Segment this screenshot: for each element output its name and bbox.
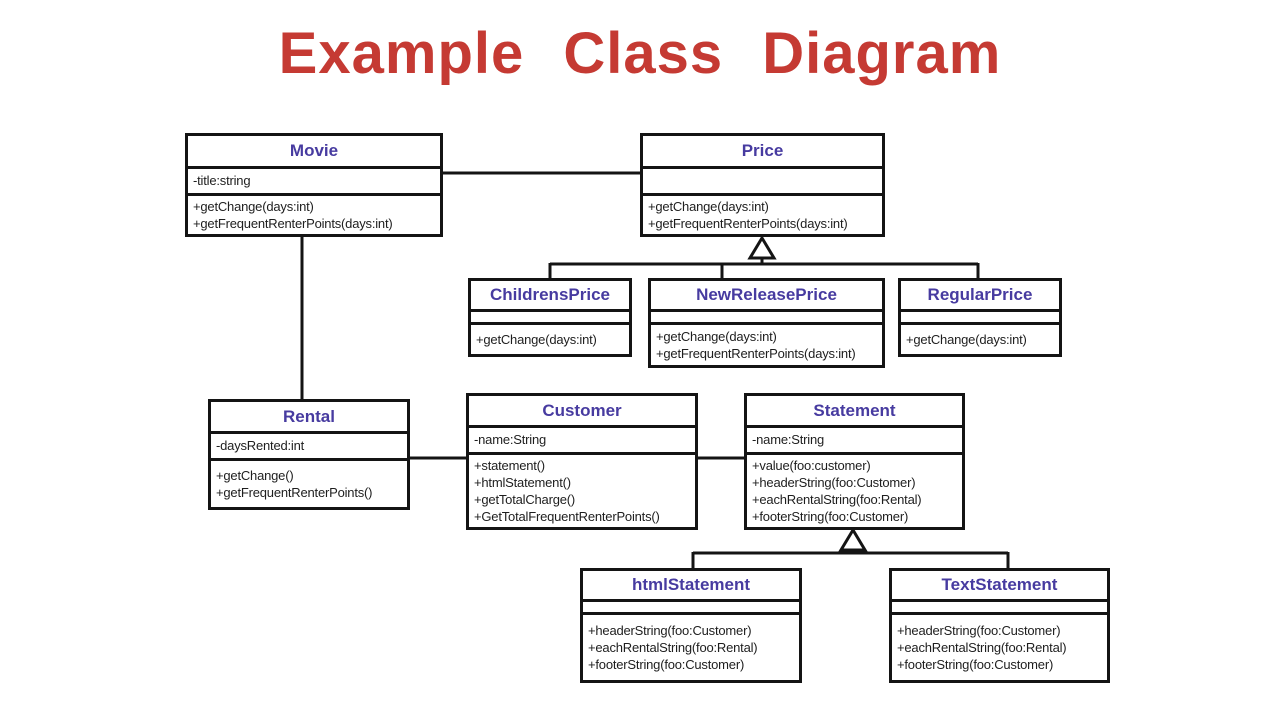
member-line: +getTotalCharge() bbox=[474, 492, 576, 507]
inheritance-triangle-price bbox=[747, 235, 777, 260]
diagram-title: Example Class Diagram bbox=[278, 21, 1002, 86]
class-name: htmlStatement bbox=[631, 575, 751, 594]
member-line: +value(foo:customer) bbox=[752, 457, 871, 473]
member-line: +getChange(days:int) bbox=[648, 198, 769, 214]
member-line: +eachRentalString(foo:Rental) bbox=[897, 639, 1067, 655]
inheritance-triangle-statement bbox=[838, 527, 868, 552]
member-line: +eachRentalString(foo:Rental) bbox=[588, 639, 758, 655]
member-line: -name:String bbox=[752, 432, 825, 448]
member-line: +GetTotalFrequentRenterPoints() bbox=[474, 509, 660, 525]
class-methods: +getChange(days:int) bbox=[901, 322, 1059, 354]
class-name: Statement bbox=[813, 400, 896, 420]
class-newreleaseprice: NewReleasePrice +getChange(days:int)+get… bbox=[648, 278, 885, 368]
member-line: +statement() bbox=[474, 457, 545, 473]
class-rental: Rental -daysRented:int +getChange() +getF… bbox=[208, 399, 410, 510]
member-line: +headerString(foo:Customer) bbox=[588, 622, 752, 638]
member-line: +getFrequentRenterPoints() bbox=[216, 485, 373, 500]
class-attributes bbox=[643, 166, 882, 193]
class-name: RegularPrice bbox=[927, 285, 1033, 304]
member-line: +footerString(foo:Customer) bbox=[588, 657, 745, 673]
class-childrensprice: ChildrensPrice +getChange(days:int) bbox=[468, 278, 632, 357]
class-methods: +getChange(days:int) +getFrequentRenterPo… bbox=[651, 322, 882, 365]
member-line: +getChange() bbox=[216, 467, 294, 483]
class-name: Customer bbox=[542, 400, 622, 420]
class-attributes: -name:String bbox=[747, 425, 962, 452]
class-methods: +getChange() +getFrequentRenterPoints() bbox=[211, 458, 407, 507]
member-line: +footerString(foo:Customer) bbox=[752, 509, 909, 525]
class-attributes bbox=[892, 599, 1107, 612]
class-methods: +getChange(days:int) +getFrequentRenterPo… bbox=[188, 193, 440, 234]
member-line: +getChange(days:int) bbox=[476, 331, 597, 347]
class-name: Rental bbox=[283, 406, 335, 426]
class-customer: Customer -name:String +statement()+htmlS… bbox=[466, 393, 698, 530]
member-line: +getFrequentRenterPoints(days:int) bbox=[656, 346, 856, 361]
class-attributes bbox=[583, 599, 799, 612]
member-line: +getChange(days:int) bbox=[656, 328, 777, 344]
member-line: -daysRented:int bbox=[216, 438, 305, 454]
class-name: NewReleasePrice bbox=[696, 285, 837, 304]
member-line: -name:String bbox=[474, 432, 547, 448]
class-name: Price bbox=[741, 141, 784, 160]
member-line: +getChange(days:int) bbox=[906, 331, 1027, 347]
class-price: Price +getChange(days:int) +getFrequentRe… bbox=[640, 133, 885, 237]
class-methods: +value(foo:customer)+headerString(foo:Cu… bbox=[747, 452, 962, 527]
class-methods: +headerString(foo:Customer)+eachRentalSt… bbox=[892, 612, 1107, 680]
member-line: +footerString(foo:Customer) bbox=[897, 657, 1054, 673]
class-name: Movie bbox=[289, 141, 339, 160]
class-statement: Statement -name:String +value(foo:custom… bbox=[744, 393, 965, 530]
member-line: +getFrequentRenterPoints(days:int) bbox=[648, 216, 848, 231]
class-methods: +getChange(days:int) bbox=[471, 322, 629, 354]
class-methods: +getChange(days:int) +getFrequentRenterPo… bbox=[643, 193, 882, 234]
class-attributes bbox=[901, 309, 1059, 322]
class-name: TextStatement bbox=[941, 575, 1058, 594]
class-attributes bbox=[651, 309, 882, 322]
class-movie: Movie -title:string +getChange(days:int)… bbox=[185, 133, 443, 237]
member-line: +getChange(days:int) bbox=[193, 198, 314, 214]
class-attributes bbox=[471, 309, 629, 322]
member-line: +htmlStatement() bbox=[474, 474, 571, 490]
class-methods: +statement()+htmlStatement() +getTotalCha… bbox=[469, 452, 695, 527]
class-htmlstatement: htmlStatement +headerString(foo:Customer… bbox=[580, 568, 802, 683]
class-regularprice: RegularPrice +getChange(days:int) bbox=[898, 278, 1062, 357]
class-name: ChildrensPrice bbox=[490, 285, 610, 304]
class-attributes: -daysRented:int bbox=[211, 431, 407, 458]
member-line: -title:string bbox=[193, 173, 251, 189]
member-line: +getFrequentRenterPoints(days:int) bbox=[193, 216, 393, 231]
class-attributes: -title:string bbox=[188, 166, 440, 193]
member-line: +headerString(foo:Customer) bbox=[752, 474, 916, 490]
class-methods: +headerString(foo:Customer)+eachRentalSt… bbox=[583, 612, 799, 680]
class-attributes: -name:String bbox=[469, 425, 695, 452]
member-line: +eachRentalString(foo:Rental) bbox=[752, 492, 922, 507]
class-textstatement: TextStatement +headerString(foo:Customer… bbox=[889, 568, 1110, 683]
member-line: +headerString(foo:Customer) bbox=[897, 622, 1061, 638]
